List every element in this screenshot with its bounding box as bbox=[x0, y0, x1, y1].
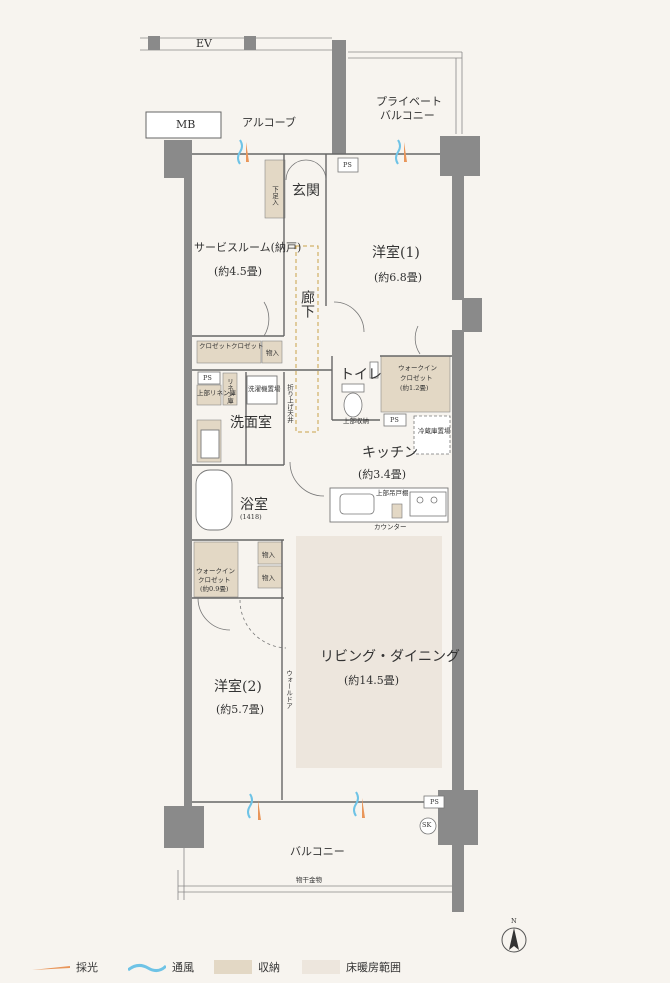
ps-label-4: PS bbox=[430, 798, 439, 806]
living-size: (約14.5畳) bbox=[344, 674, 400, 687]
bath-label: 浴室 bbox=[240, 497, 268, 513]
legend-ventilation-label: 通風 bbox=[172, 961, 194, 974]
ev-label: EV bbox=[196, 37, 212, 50]
ps-label-1: PS bbox=[343, 161, 352, 169]
wic2-label-a: ウォークイン bbox=[196, 567, 235, 575]
storage-mono-iri-1 bbox=[261, 340, 283, 364]
washer-label: 洗濯機置場 bbox=[248, 385, 281, 393]
washer-place bbox=[246, 375, 278, 405]
daylight-ventilation-markers bbox=[237, 139, 407, 820]
folding-ceiling-label: 折り上げ天井 bbox=[285, 384, 294, 423]
sk-sink bbox=[419, 817, 437, 835]
folding-ceiling-area bbox=[295, 245, 319, 433]
storage-label-1: 物入 bbox=[266, 349, 279, 357]
north-label: N bbox=[511, 917, 517, 925]
balcony-label: バルコニー bbox=[290, 845, 345, 858]
legend-ventilation: 通風 bbox=[128, 955, 194, 979]
legend-floor-heating: 床暖房範囲 bbox=[302, 955, 401, 979]
legend-storage: 収納 bbox=[214, 955, 280, 979]
ev-corridor bbox=[140, 37, 463, 134]
room1-size: (約6.8畳) bbox=[374, 271, 423, 284]
drying-rack-label: 物干金物 bbox=[296, 876, 322, 884]
genkan-label: 玄関 bbox=[292, 183, 320, 199]
sink bbox=[339, 493, 375, 515]
fridge-label: 冷蔵庫置場 bbox=[418, 427, 451, 435]
shoe-box-label: 下足入 bbox=[270, 186, 279, 206]
storage-closet-service bbox=[196, 340, 262, 364]
room2-label: 洋室(2) bbox=[214, 679, 262, 695]
storage-linen bbox=[222, 372, 238, 406]
wic2-label-b: クロゼット bbox=[198, 576, 231, 584]
storage-label-3: 物入 bbox=[262, 574, 275, 582]
washbasin bbox=[200, 429, 220, 459]
alcove-label: アルコーブ bbox=[242, 116, 297, 129]
wic2-label-c: (約0.9畳) bbox=[200, 585, 229, 593]
walls bbox=[164, 40, 482, 912]
wall-door-label: ウォールドア bbox=[284, 670, 293, 709]
storage-wic2 bbox=[193, 541, 239, 598]
private-balcony-label-1: プライベート bbox=[376, 95, 442, 108]
ps-label-2: PS bbox=[203, 374, 212, 382]
service-room-label: サービスルーム(納戸) bbox=[194, 241, 302, 254]
bath-size: (1418) bbox=[240, 513, 262, 521]
daylight-icon bbox=[32, 966, 70, 970]
legend-storage-label: 収納 bbox=[258, 961, 280, 974]
floor-heating-swatch bbox=[302, 960, 340, 974]
storage-swatch bbox=[214, 960, 252, 974]
sk-label: SK bbox=[422, 821, 432, 829]
ventilation-icon bbox=[128, 963, 166, 973]
stove bbox=[409, 491, 447, 517]
upper-storage-label: 上部収納 bbox=[343, 417, 369, 425]
kitchen-label: キッチン bbox=[362, 445, 418, 461]
north-arrow-icon bbox=[501, 927, 527, 953]
doors bbox=[197, 159, 421, 649]
upper-cabinet-label: 上部吊戸棚 bbox=[376, 489, 409, 497]
wic1-label-b: クロゼット bbox=[400, 374, 433, 382]
storage-wic1 bbox=[380, 355, 451, 413]
kitchen-size: (約3.4畳) bbox=[358, 468, 407, 481]
room1-label: 洋室(1) bbox=[372, 245, 420, 261]
storage-genkan-shoe bbox=[264, 159, 286, 219]
mb-box bbox=[145, 111, 222, 139]
room2-size: (約5.7畳) bbox=[216, 703, 265, 716]
toilet-label: トイレ bbox=[340, 367, 382, 383]
counter-label: カウンター bbox=[374, 523, 407, 531]
mb-label: MB bbox=[176, 118, 196, 131]
fridge-area bbox=[413, 415, 451, 455]
ps-label-3: PS bbox=[390, 416, 399, 424]
floor-heating-area bbox=[296, 536, 442, 768]
wic1-label-a: ウォークイン bbox=[398, 364, 437, 372]
closet-label-2: クロゼット bbox=[231, 342, 264, 350]
balcony-lines bbox=[177, 848, 452, 900]
wic1-label-c: (約1.2畳) bbox=[400, 384, 429, 392]
washroom-label: 洗面室 bbox=[230, 415, 272, 431]
interior-walls bbox=[192, 153, 452, 803]
upper-linen-label: 上部リネン庫 bbox=[197, 389, 236, 397]
corridor-label: 廊下 bbox=[299, 290, 315, 318]
private-balcony-label-2: バルコニー bbox=[380, 109, 435, 122]
living-label: リビング・ダイニング bbox=[320, 649, 460, 665]
toilet-fixture bbox=[341, 361, 379, 418]
legend-daylight: 採光 bbox=[32, 955, 98, 979]
storage-upper-linen bbox=[196, 384, 222, 406]
legend-floor-heating-label: 床暖房範囲 bbox=[346, 961, 401, 974]
linen-label: リネン庫 bbox=[225, 378, 234, 404]
legend-daylight-label: 採光 bbox=[76, 961, 98, 974]
service-room-size: (約4.5畳) bbox=[214, 265, 263, 278]
closet-label-1: クロゼット bbox=[199, 342, 232, 350]
bathtub bbox=[195, 469, 233, 531]
storage-label-2: 物入 bbox=[262, 551, 275, 559]
